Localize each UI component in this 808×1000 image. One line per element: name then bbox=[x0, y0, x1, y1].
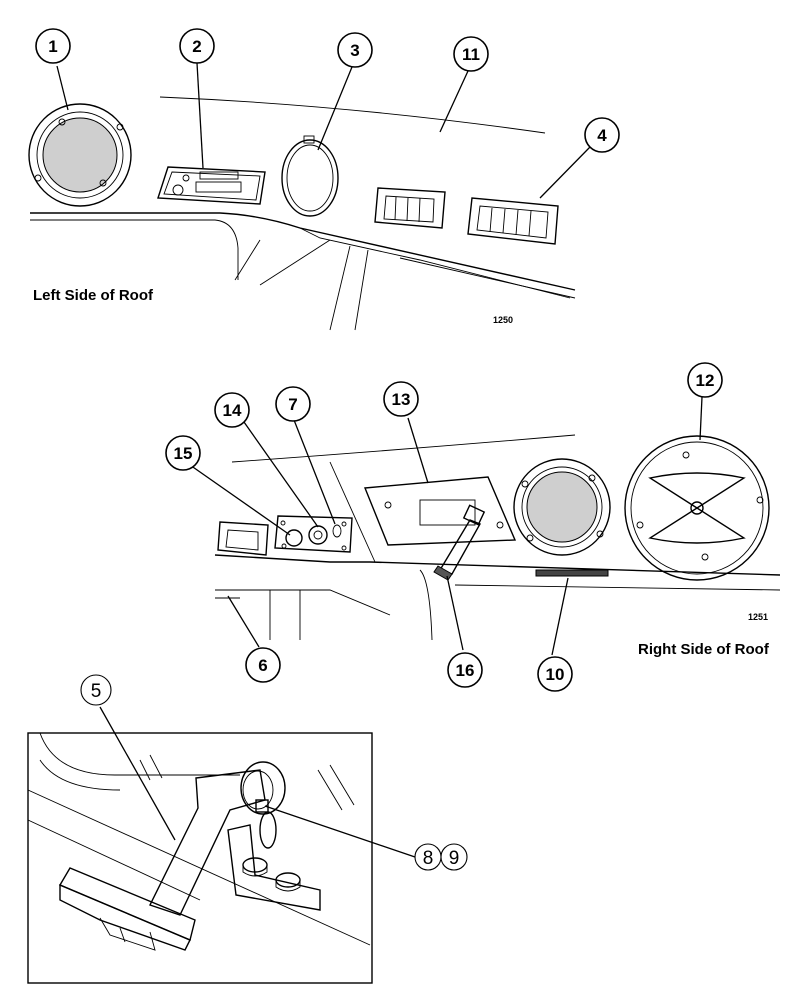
svg-text:7: 7 bbox=[288, 395, 297, 414]
callout-3: 3 bbox=[337, 32, 373, 68]
svg-text:15: 15 bbox=[174, 444, 193, 463]
svg-text:9: 9 bbox=[449, 848, 460, 869]
svg-text:4: 4 bbox=[597, 126, 607, 145]
radio-unit bbox=[157, 166, 266, 205]
switch-panel-right bbox=[467, 197, 559, 245]
pin-with-ring bbox=[255, 799, 277, 849]
svg-text:3: 3 bbox=[350, 41, 359, 60]
callout-6: 6 bbox=[245, 647, 281, 683]
svg-text:2: 2 bbox=[192, 37, 201, 56]
round-vent bbox=[624, 435, 770, 581]
svg-text:16: 16 bbox=[456, 661, 475, 680]
switch-panel-small bbox=[217, 521, 269, 556]
top-figure-number: 1250 bbox=[493, 315, 513, 325]
top-view: 1 2 3 11 4 Left Side of Roof 1250 bbox=[28, 28, 620, 331]
svg-text:1: 1 bbox=[48, 37, 57, 56]
svg-text:14: 14 bbox=[223, 401, 242, 420]
callout-15: 15 bbox=[165, 435, 201, 471]
mounting-bracket bbox=[227, 824, 321, 911]
svg-text:6: 6 bbox=[258, 656, 267, 675]
detail-frame bbox=[27, 732, 373, 984]
svg-text:13: 13 bbox=[392, 390, 411, 409]
top-view-caption: Left Side of Roof bbox=[33, 287, 154, 304]
vent-slot bbox=[535, 569, 609, 577]
callout-1: 1 bbox=[35, 28, 71, 64]
callout-2: 2 bbox=[179, 28, 215, 64]
bottom-view: 5 8 9 bbox=[27, 674, 468, 984]
callout-9: 9 bbox=[440, 843, 468, 871]
speaker-grille-right bbox=[513, 458, 611, 556]
callout-13: 13 bbox=[383, 381, 419, 417]
callout-14: 14 bbox=[214, 392, 250, 428]
callout-10: 10 bbox=[537, 656, 573, 692]
svg-text:8: 8 bbox=[423, 848, 434, 869]
svg-text:5: 5 bbox=[91, 681, 102, 702]
callout-4: 4 bbox=[584, 117, 620, 153]
middle-view: 14 7 15 13 12 6 16 10 1251 bbox=[165, 362, 781, 692]
interior-mirror bbox=[281, 135, 339, 217]
callout-5: 5 bbox=[80, 674, 112, 706]
callout-16: 16 bbox=[447, 652, 483, 688]
middle-figure-number: 1251 bbox=[748, 612, 768, 622]
callout-12: 12 bbox=[687, 362, 723, 398]
svg-text:10: 10 bbox=[546, 665, 565, 684]
access-plate bbox=[363, 476, 517, 546]
t-handle bbox=[58, 769, 266, 951]
middle-view-caption: Right Side of Roof bbox=[638, 641, 770, 658]
svg-text:12: 12 bbox=[696, 371, 715, 390]
svg-text:11: 11 bbox=[462, 45, 480, 64]
pivot-boss bbox=[240, 761, 286, 815]
callout-11: 11 bbox=[453, 36, 489, 72]
switch-panel-left bbox=[374, 187, 446, 229]
speaker-grille-left bbox=[28, 103, 132, 207]
callout-8: 8 bbox=[414, 843, 442, 871]
callout-7: 7 bbox=[275, 386, 311, 422]
